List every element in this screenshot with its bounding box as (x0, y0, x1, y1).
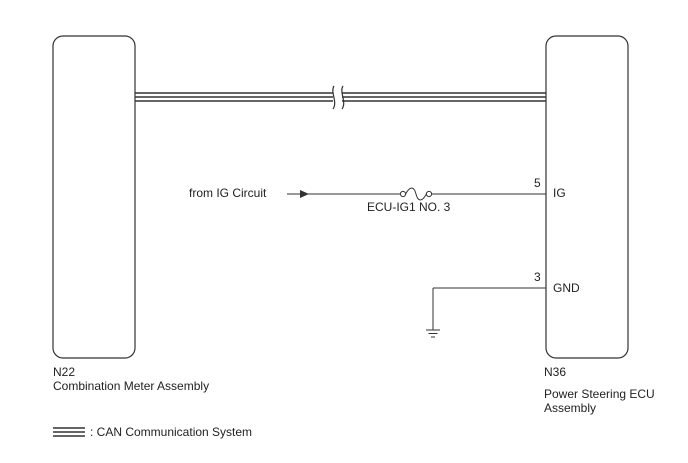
fuse-icon (399, 187, 433, 201)
right-component-code: N36 (544, 365, 567, 379)
right-component-name-line1: Power Steering ECU (544, 387, 655, 401)
combination-meter-box (52, 35, 136, 359)
left-component-code: N22 (53, 365, 76, 379)
can-bus-line (135, 92, 546, 102)
left-component-name: Combination Meter Assembly (53, 379, 210, 393)
gnd-terminal-label: GND (553, 281, 580, 295)
legend-can-line-icon (53, 427, 85, 437)
ig-terminal-label: IG (553, 186, 566, 200)
ground-wire (432, 287, 546, 330)
power-steering-ecu-box (545, 35, 629, 359)
ig-pin-number: 5 (534, 176, 541, 190)
ig-source-label: from IG Circuit (189, 186, 267, 200)
ground-icon (426, 329, 440, 338)
can-bus-break-mark (332, 85, 345, 110)
right-component-name-line2: Assembly (544, 401, 597, 415)
arrow-right-icon (300, 190, 309, 198)
legend-label: : CAN Communication System (90, 425, 253, 439)
fuse-label: ECU-IG1 NO. 3 (367, 200, 451, 214)
gnd-pin-number: 3 (534, 270, 541, 284)
